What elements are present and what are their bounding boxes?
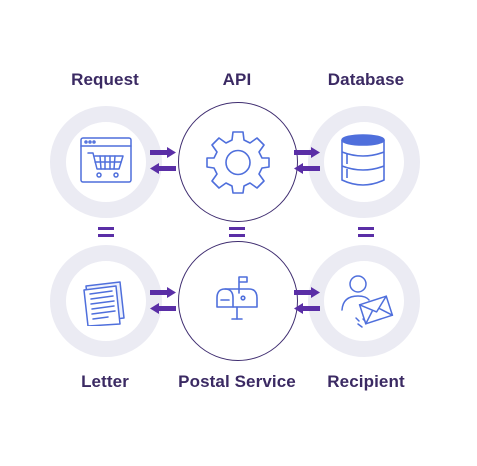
equals-sign-right (358, 227, 374, 237)
mailbox-icon (216, 276, 258, 320)
api-circle (178, 102, 298, 222)
database-icon (341, 134, 385, 186)
postal-service-circle (178, 241, 298, 361)
request-api-arrows (150, 147, 176, 174)
equals-sign-center (229, 227, 245, 237)
postal-service-label: Postal Service (178, 372, 296, 391)
shopping-cart-browser-icon (80, 137, 132, 183)
postal-recipient-arrows (294, 287, 320, 314)
document-icon (83, 281, 125, 326)
api-label: API (222, 70, 252, 89)
recipient-label: Recipient (327, 372, 405, 391)
letter-label: Letter (81, 372, 129, 391)
equals-sign-left (98, 227, 114, 237)
user-envelope-icon (341, 275, 394, 328)
database-label: Database (327, 70, 405, 89)
request-label: Request (71, 70, 139, 89)
letter-postal-arrows (150, 287, 176, 314)
api-database-arrows (294, 147, 320, 174)
gear-icon (206, 131, 270, 194)
